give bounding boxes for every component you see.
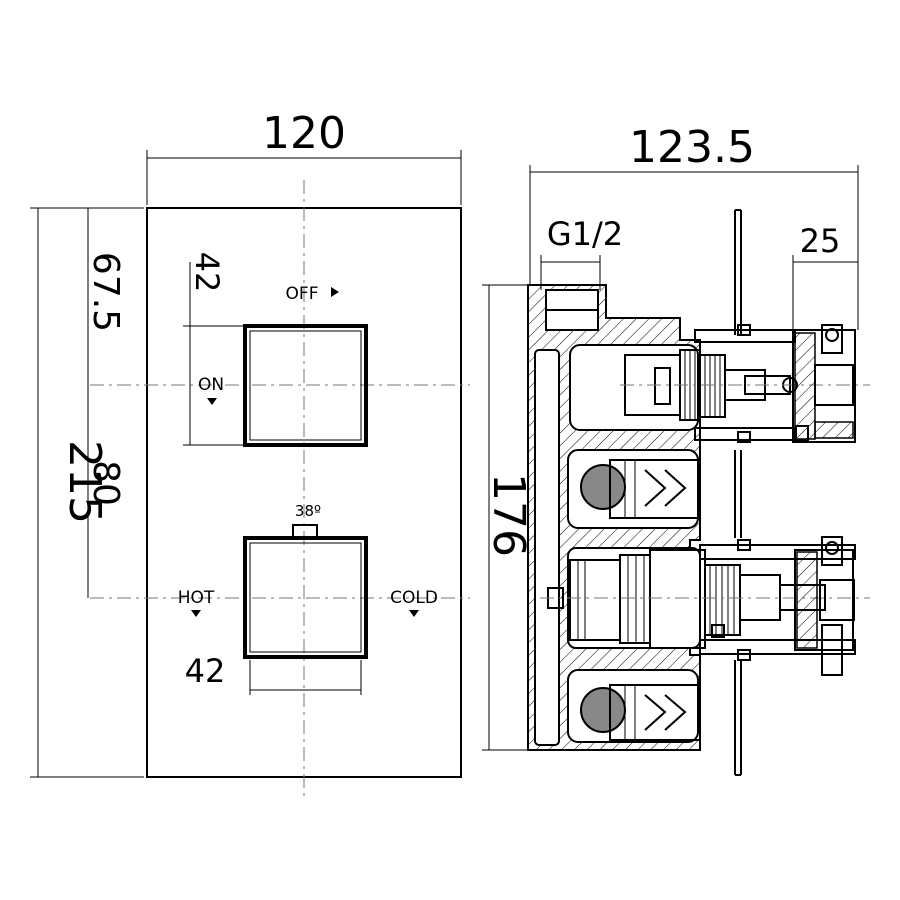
handle-dimension: 25: [792, 222, 859, 330]
height-dim-label: 215: [59, 440, 110, 524]
lower-control-knob: [243, 524, 368, 659]
inlet-dim-label: G1/2: [547, 215, 623, 253]
hot-label: HOT: [178, 588, 215, 608]
lower-handle: [699, 536, 856, 676]
upper-knob-dimension: 42: [183, 252, 243, 446]
upper-control-knob: [243, 324, 368, 447]
hot-arrow-icon: [191, 610, 201, 617]
lower-knob-dim-label: 42: [185, 652, 226, 690]
angle-label: 38º: [295, 502, 321, 520]
spacing-dim-label: 80: [85, 460, 126, 506]
cold-label: COLD: [390, 588, 438, 608]
spacing-dimension: 80: [85, 385, 126, 598]
height-dimension: 215: [30, 207, 144, 778]
body-height-dimension: 176: [482, 284, 534, 751]
off-label: OFF: [286, 284, 319, 304]
lower-knob-dimension: 42: [185, 652, 362, 695]
depth-dim-label: 123.5: [629, 122, 755, 173]
upper-offset-dimension: 67.5: [85, 208, 126, 385]
upper-handle: [737, 324, 856, 443]
inlet-dimension: G1/2: [540, 215, 623, 290]
wall-plate: [734, 209, 742, 776]
angle-indicator: [292, 524, 318, 539]
on-label: ON: [198, 375, 224, 395]
side-view: 123.5 G1/2 25 176: [482, 122, 870, 776]
off-arrow-icon: [331, 287, 339, 297]
width-dim-label: 120: [262, 108, 346, 159]
cold-arrow-icon: [409, 610, 419, 617]
body-height-dim-label: 176: [483, 473, 534, 557]
upper-knob-dim-label: 42: [188, 252, 226, 293]
upper-offset-label: 67.5: [85, 252, 126, 332]
width-dimension: 120: [146, 108, 462, 205]
upper-check-valve: [580, 459, 701, 519]
front-view: 120 215 67.5 80 42: [30, 108, 470, 800]
lower-check-valve: [580, 684, 701, 741]
on-arrow-icon: [207, 398, 217, 405]
depth-dimension: 123.5: [529, 122, 859, 330]
handle-dim-label: 25: [800, 222, 841, 260]
